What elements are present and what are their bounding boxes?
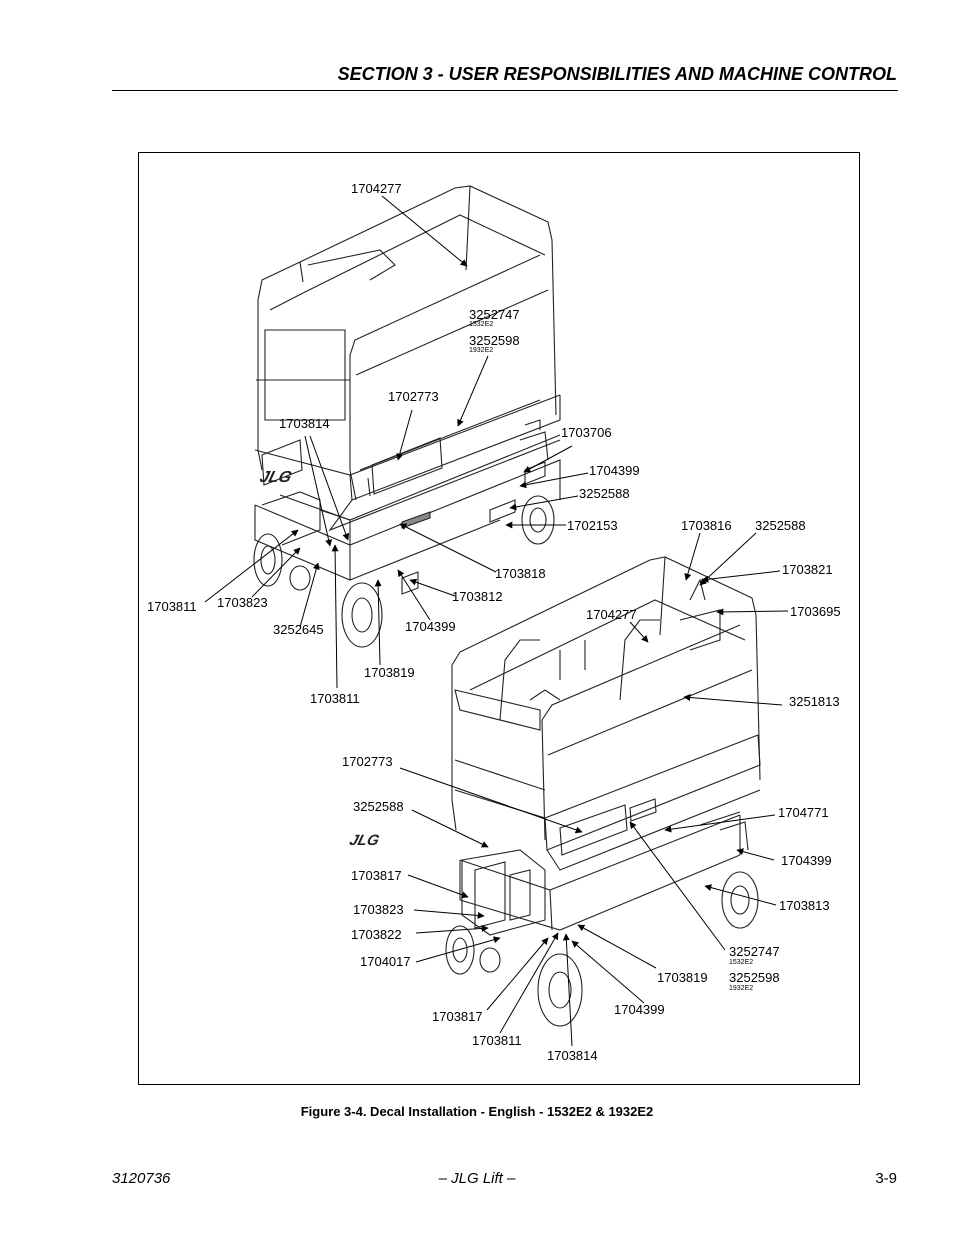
- callout-1702153: 1702153: [567, 518, 618, 533]
- figure-caption: Figure 3-4. Decal Installation - English…: [300, 1104, 654, 1119]
- callout-1703814: 1703814: [279, 416, 330, 431]
- callout-1703821: 1703821: [782, 562, 833, 577]
- callout-1703819: 1703819: [364, 665, 415, 680]
- callout-1932e2: 1932E2: [469, 347, 494, 354]
- callout-1703814: 1703814: [547, 1048, 598, 1063]
- bottom-machine-drawing: JLG: [348, 556, 761, 1027]
- footer-publisher: – JLG Lift –: [438, 1170, 516, 1187]
- callout-1703818: 1703818: [495, 566, 546, 581]
- callout-1703706: 1703706: [561, 425, 612, 440]
- callout-1702773: 1702773: [388, 389, 439, 404]
- section-title: SECTION 3 - USER RESPONSIBILITIES AND MA…: [337, 64, 897, 84]
- callout-1532e2: 1532E2: [469, 321, 494, 328]
- callout-1703812: 1703812: [452, 589, 503, 604]
- callout-1703811: 1703811: [472, 1033, 522, 1048]
- callout-1703817: 1703817: [351, 868, 402, 883]
- callout-1703817: 1703817: [432, 1009, 483, 1024]
- callout-1704771: 1704771: [778, 805, 829, 820]
- callout-1704399: 1704399: [589, 463, 640, 478]
- callout-3252598: 3252598: [469, 333, 520, 348]
- callout-3252747: 3252747: [729, 944, 780, 959]
- callout-1704399: 1704399: [614, 1002, 665, 1017]
- callout-1703819: 1703819: [657, 970, 708, 985]
- callout-1703811: 1703811: [310, 691, 360, 706]
- callout-1703816: 1703816: [681, 518, 732, 533]
- callout-1704017: 1704017: [360, 954, 411, 969]
- callout-1703695: 1703695: [790, 604, 841, 619]
- callout-1704399: 1704399: [405, 619, 456, 634]
- callout-1703811: 1703811: [147, 599, 197, 614]
- callout-1703813: 1703813: [779, 898, 830, 913]
- svg-text:JLG: JLG: [258, 468, 294, 486]
- callout-1703823: 1703823: [353, 902, 404, 917]
- callout-1704277: 1704277: [351, 181, 402, 196]
- callout-1703822: 1703822: [351, 927, 402, 942]
- callout-1932e2: 1932E2: [729, 985, 754, 992]
- callout-1704277: 1704277: [586, 607, 637, 622]
- callout-3252645: 3252645: [273, 622, 324, 637]
- svg-text:JLG: JLG: [348, 832, 382, 849]
- page-number: 3-9: [875, 1170, 897, 1187]
- callout-3252598: 3252598: [729, 970, 780, 985]
- leader-lines: [204, 195, 789, 1047]
- callout-3251813: 3251813: [789, 694, 840, 709]
- callout-3252588: 3252588: [579, 486, 630, 501]
- callout-1702773: 1702773: [342, 754, 393, 769]
- callout-3252588: 3252588: [353, 799, 404, 814]
- top-machine-drawing: JLG: [253, 185, 561, 648]
- callout-1532e2: 1532E2: [729, 959, 754, 966]
- callout-3252588: 3252588: [755, 518, 806, 533]
- document-number: 3120736: [112, 1170, 171, 1187]
- header-rule: [112, 90, 898, 91]
- figure-frame: [138, 152, 860, 1085]
- callout-3252747: 3252747: [469, 307, 520, 322]
- callout-1704399: 1704399: [781, 853, 832, 868]
- callout-1703823: 1703823: [217, 595, 268, 610]
